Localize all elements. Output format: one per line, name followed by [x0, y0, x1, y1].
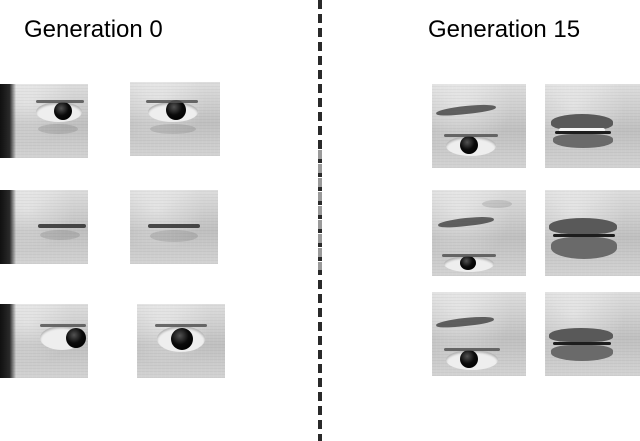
iris-icon [460, 256, 476, 270]
teeth [559, 128, 605, 132]
gen15-patch-r1-c2 [545, 84, 640, 168]
hair-shadow [0, 190, 16, 264]
hair-shadow [0, 84, 16, 158]
lower-lip [553, 134, 613, 148]
under-eye-shade [150, 230, 198, 242]
generation-15-title: Generation 15 [428, 16, 581, 43]
upper-lip [549, 218, 617, 234]
iris-icon [171, 328, 193, 350]
gen0-patch-r2-c2 [130, 190, 218, 264]
upper-lip [549, 328, 613, 342]
upper-lid [40, 324, 86, 327]
gen0-patch-r1-c2 [130, 82, 220, 156]
gen15-patch-r3-c1 [432, 292, 526, 376]
upper-lid [146, 100, 198, 103]
gen15-patch-r3-c2 [545, 292, 640, 376]
gen0-patch-r3-c2 [137, 304, 225, 378]
gen15-patch-r2-c1 [432, 190, 526, 276]
hair-shadow [0, 304, 16, 378]
iris-icon [66, 328, 86, 348]
upper-lid [442, 254, 496, 257]
iris-icon [54, 102, 72, 120]
forehead-wrinkle [482, 200, 512, 208]
upper-lip [551, 114, 613, 130]
gen15-patch-r2-c2 [545, 190, 640, 276]
mouth-line [553, 342, 611, 345]
upper-lid [155, 324, 207, 327]
upper-lid [444, 348, 500, 351]
gen0-patch-r2-c1 [0, 190, 88, 264]
gen0-patch-r1-c1 [0, 84, 88, 158]
generation-0-title: Generation 0 [24, 16, 163, 43]
iris-icon [460, 136, 478, 154]
gen15-patch-r1-c1 [432, 84, 526, 168]
mouth-line [555, 131, 611, 134]
upper-lid [36, 100, 84, 103]
eyebrow [435, 102, 497, 118]
gen0-patch-r3-c1 [0, 304, 88, 378]
under-eye-shade [38, 124, 78, 134]
lower-lip [551, 237, 617, 259]
closed-eye-line [38, 224, 86, 228]
mouth-line [553, 234, 615, 237]
upper-lid [444, 134, 498, 137]
lower-lip [551, 345, 613, 361]
under-eye-shade [40, 230, 80, 240]
dashed-divider [318, 0, 322, 441]
iris-icon [166, 100, 186, 120]
under-eye-shade [150, 124, 196, 134]
iris-icon [460, 350, 478, 368]
eyebrow [435, 314, 495, 330]
eyebrow [437, 215, 495, 229]
closed-eye-line [148, 224, 200, 228]
